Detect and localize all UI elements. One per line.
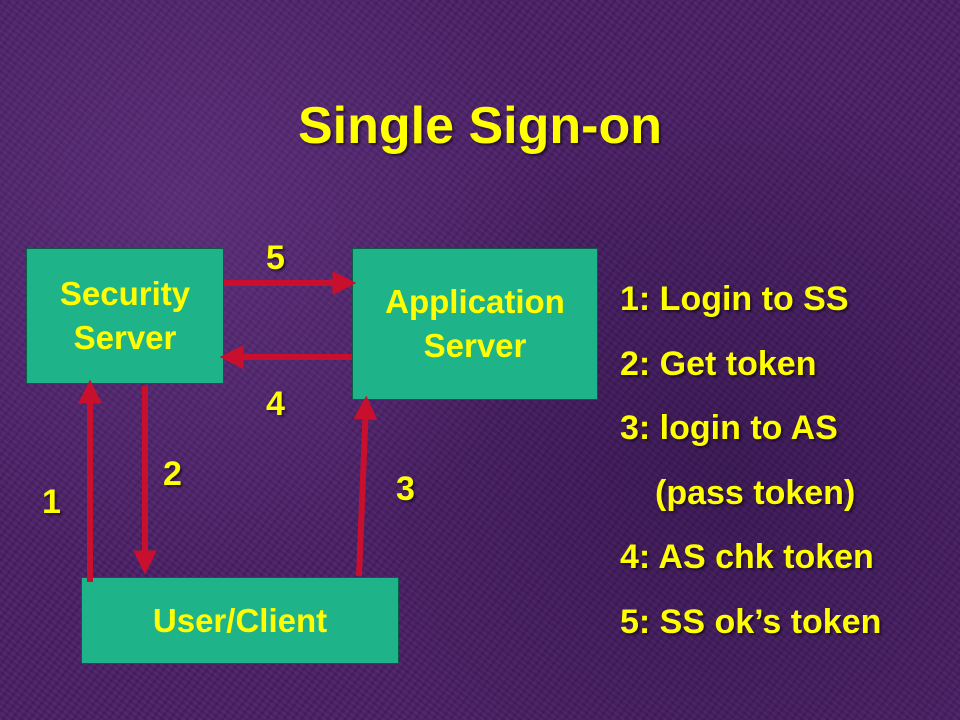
arrow-label-5: 5: [266, 239, 285, 277]
arrow-label-2: 2: [163, 455, 182, 493]
arrow-label-4: 4: [266, 385, 285, 423]
legend-item: (pass token): [655, 473, 856, 512]
legend-item: 4: AS chk token: [620, 538, 874, 576]
slide-title: Single Sign-on: [298, 97, 662, 155]
arrow-label-3: 3: [396, 470, 415, 508]
legend-item: 5: SS ok’s token: [620, 602, 882, 641]
security-server-box: Security Server: [26, 248, 224, 384]
arrow-label-1: 1: [42, 483, 61, 521]
user-client-box: User/Client: [81, 577, 399, 664]
user-client-label: User/Client: [152, 601, 328, 639]
security-server-label: Security Server: [59, 275, 191, 356]
step-legend: 1: Login to SS 2: Get token 3: login to …: [620, 276, 881, 663]
legend-item: 1: Login to SS: [620, 280, 849, 318]
legend-item: 3: login to AS: [620, 409, 838, 447]
application-server-label: Application Server: [385, 283, 565, 364]
legend-item: 2: Get token: [620, 344, 817, 383]
application-server-box: Application Server: [352, 248, 598, 400]
arrow-3-login-to-as: [353, 395, 378, 577]
